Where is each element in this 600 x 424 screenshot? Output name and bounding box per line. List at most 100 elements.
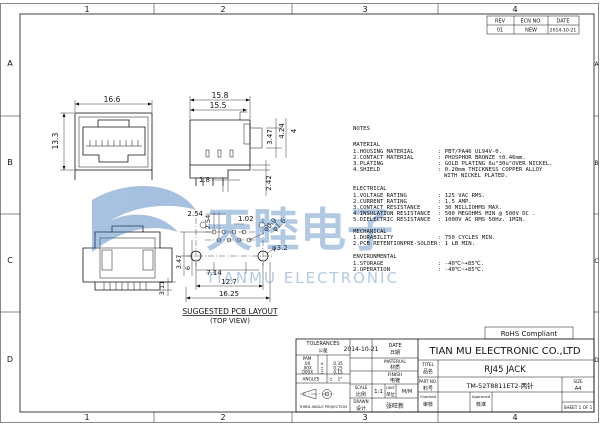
ecn-value: NEW	[525, 28, 537, 34]
pcb-dim-347: 3.47	[175, 255, 183, 269]
note-mat-1-v: : PBT/PA46 UL94V-0.	[438, 149, 502, 155]
pcb-dim-254-top: 2.54	[187, 210, 203, 218]
date-value-box: 2014-10-21	[344, 346, 379, 353]
note-mat-2-k: 2.CONTACT MATERIAL	[353, 155, 414, 161]
note-mech-2-v: : 1 LB MIN.	[438, 241, 475, 247]
zone-col-3-bottom: 3	[362, 413, 367, 422]
part-number: TM-52T8811ET2-两针	[465, 381, 534, 390]
note-env-2-k: 2.OPERATION	[353, 267, 390, 273]
checked-label: Checked	[420, 394, 437, 399]
side-dim-347: 3.47	[266, 129, 274, 145]
bottom-view: 3.11	[82, 225, 176, 296]
scale-label-cn: 比例	[356, 391, 366, 398]
part-title: RJ45 JACK	[484, 365, 526, 375]
pcb-caption: SUGGESTED PCB LAYOUT	[182, 307, 278, 316]
zone-col-1: 1	[84, 5, 89, 14]
tol-row-3-label: .000X	[301, 370, 313, 375]
angles-pm: ±	[329, 377, 333, 382]
zone-col-4: 4	[512, 5, 517, 14]
zone-col-2-bottom: 2	[220, 413, 225, 422]
pcb-dim-6: 6	[184, 266, 192, 270]
finish-label: FINISH	[388, 372, 403, 378]
size-value: A4	[575, 386, 582, 392]
date-value: 2014-10-21	[550, 28, 577, 34]
tol-row-2-value: 0.25	[333, 366, 343, 371]
watermark-en: TIANMU ELECTRONIC	[205, 269, 399, 287]
note-mat-4-k: 4.SHIELD	[353, 167, 381, 173]
side-dim-18: 1.8	[199, 176, 210, 184]
watermark-cn: 天睦电子	[206, 203, 394, 257]
note-el-1-k: 1.VOLTAGE RATING	[353, 193, 408, 199]
rev-header: REV	[495, 19, 506, 25]
side-dim-4: 4	[290, 128, 298, 133]
note-mat-2-v: : PHOSPHOR BRONZE t0.46mm.	[438, 155, 526, 161]
note-mech-2-k: 2.PCB RETENTIONPRE-SOLDER	[353, 241, 438, 247]
zone-row-a: A	[7, 59, 13, 68]
tolerances-sub: 公差	[318, 347, 328, 354]
approved-label: Approved	[472, 394, 491, 399]
part-no-label-cn: 料号	[423, 385, 433, 392]
side-dim-242: 2.42	[265, 175, 273, 191]
company-watermark: 天睦电子 TIANMU ELECTRONIC	[92, 186, 399, 287]
note-mat-3-k: 3.PLATING	[353, 161, 384, 167]
notes-heading: NOTES	[353, 126, 370, 132]
scale-value: 1:1	[374, 389, 383, 395]
note-mat-3-v: : GOLD PLATING 6u"30u"OVER NICKEL.	[438, 161, 553, 167]
zone-col-1-bottom: 1	[84, 413, 89, 422]
zone-ticks	[0, 3, 599, 423]
drawn-label-cn: 设计	[356, 405, 366, 412]
unit-value: M/M	[402, 389, 412, 395]
approved-label-cn: 核准	[476, 401, 486, 408]
pcb-dim-714: 7.14	[206, 269, 222, 277]
tol-row-1-value: 0.35	[333, 361, 343, 366]
pcb-dim-102: 1.02	[238, 215, 254, 223]
zone-col-4-bottom: 4	[512, 413, 517, 422]
zone-row-b-right: B	[594, 160, 598, 167]
note-mat-5-v: WITH NICKEL PLATED.	[444, 173, 508, 179]
side-top-width-dim: 15.8	[212, 91, 229, 100]
zone-row-d: D	[7, 355, 13, 364]
note-mech-1-v: : 750 CYCLES MIN.	[438, 235, 495, 241]
note-el-4-v: : 500 MEGOHMS MIN @ 500V DC .	[438, 211, 536, 217]
drawn-label: DRAWN	[353, 399, 368, 404]
revision-table: REV ECN NO. DATE 01 NEW 2014-10-21	[486, 15, 580, 35]
sheet-number: SHEET 1 OF 1	[564, 405, 593, 410]
front-height-dim: 13.3	[51, 132, 60, 149]
pcb-layout-view: 2.54 2.54 1.02 φ0.9 φ1.6 φ3.2 3.47 6 7.1…	[175, 210, 288, 325]
side-dim-424: 4.24	[278, 123, 286, 139]
ecn-header: ECN NO.	[520, 19, 541, 25]
note-mat-4-v: : 0.20mm THICKNESS COPPER ALLOY	[438, 167, 543, 173]
zone-row-c: C	[7, 256, 13, 265]
tol-row-0-label: PAM	[303, 356, 312, 361]
material-label-cn: 材质	[390, 364, 400, 371]
note-el-5-k: 5.DIELECTRIC RESISTANCE	[353, 217, 431, 223]
drawn-by: 张旺新	[386, 402, 404, 410]
note-el-2-v: : 1.5 AMP.	[438, 199, 472, 205]
finish-label-cn: 电镀	[390, 377, 400, 384]
date-header: DATE	[556, 19, 569, 25]
date-label-cn: 日期	[390, 350, 400, 356]
part-no-label: PART NO.	[419, 379, 437, 384]
zone-col-2: 2	[220, 5, 225, 14]
tol-row-2-pm: ±	[320, 366, 324, 371]
note-el-4-k: 4.INSULATION RESISTANCE	[353, 211, 431, 217]
material-heading: MATERIAL	[353, 142, 381, 148]
note-el-3-v: : 30 MILLIOHMS MAX.	[438, 205, 502, 211]
environmental-heading: ENVIRONMENTAL	[353, 254, 397, 260]
unit-label-cn: 单位	[386, 391, 395, 398]
company-name: TIAN MU ELECTRONIC CO.,LTD	[428, 346, 581, 357]
tol-row-3-pm: ±	[320, 370, 324, 375]
tol-row-1-label: .0X	[304, 361, 311, 366]
note-el-5-v: : 1000V AC RMS 50Hz. 1MIN.	[438, 217, 526, 223]
note-env-2-v: : -40℃~+85℃.	[438, 267, 484, 273]
pcb-dim-1625: 16.25	[219, 290, 239, 298]
watermark-logo-mark	[92, 186, 196, 252]
material-label: MATERIAL	[384, 359, 406, 365]
rev-value: 01	[497, 28, 503, 34]
front-view: 16.6 13.3	[51, 95, 153, 180]
pcb-subcaption: (TOP VIEW)	[210, 317, 250, 325]
note-mat-1-k: 1.HOUSING MATERIAL	[353, 149, 414, 155]
zone-row-c-right: C	[594, 258, 598, 265]
side-second-width-dim: 15.5	[210, 101, 227, 110]
